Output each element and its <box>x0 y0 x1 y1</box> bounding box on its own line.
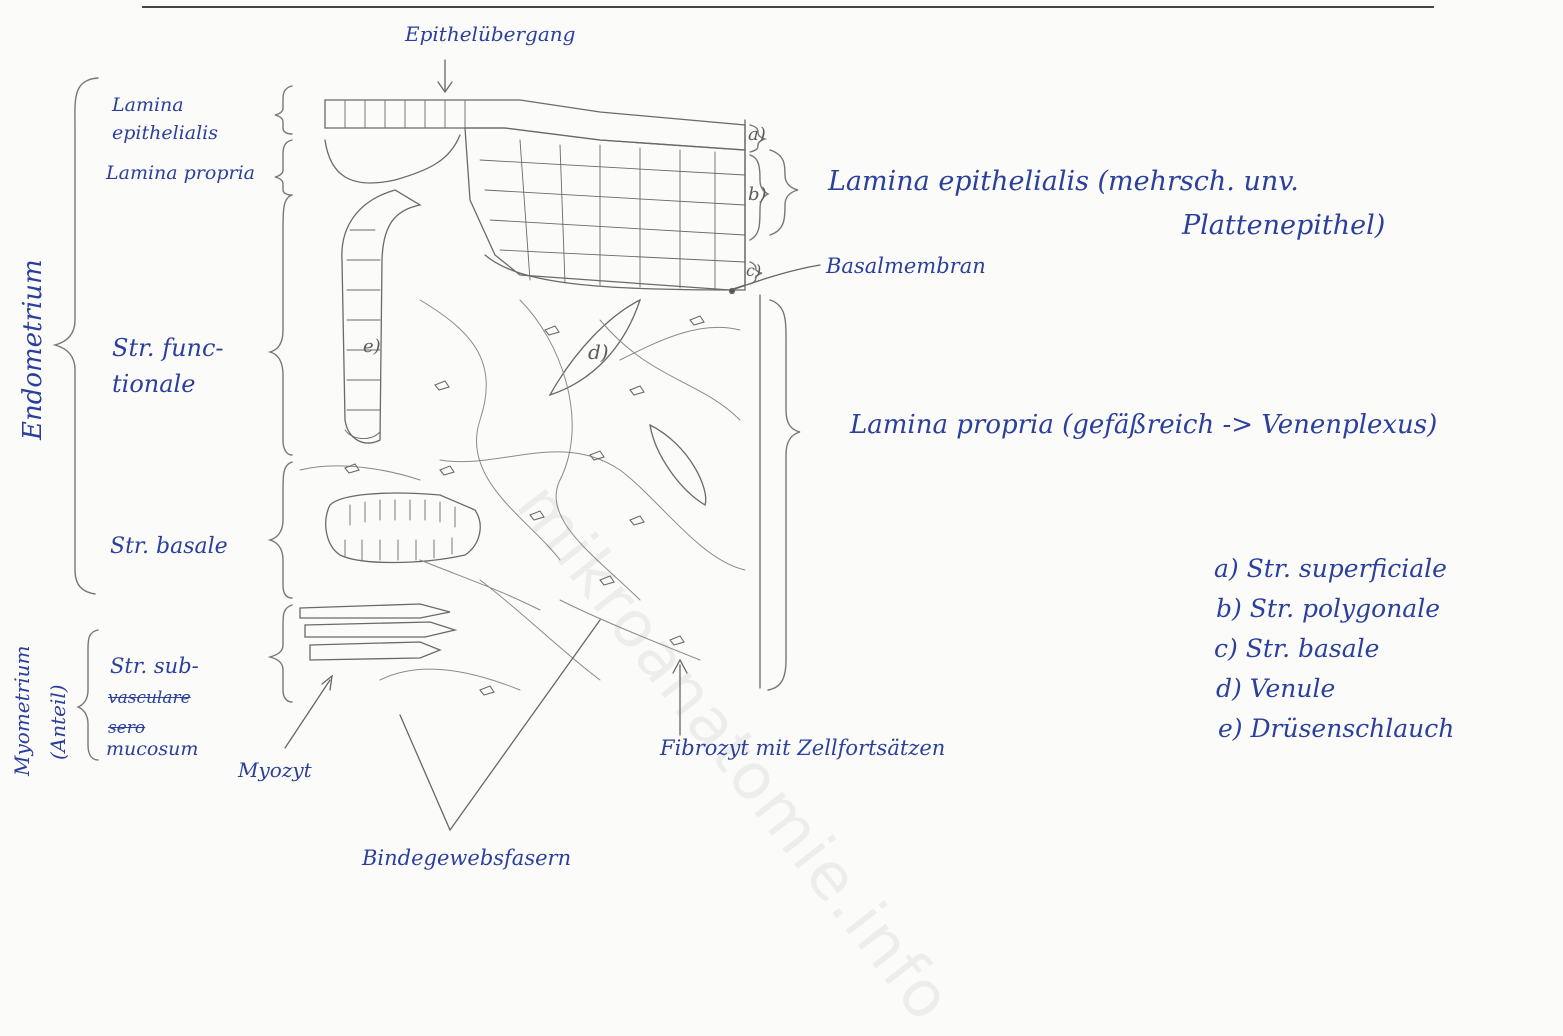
lamina-propria-edge <box>325 135 460 183</box>
label-lamina-propria-right: Lamina propria (gefäßreich -> Venenplexu… <box>850 412 1437 438</box>
label-bindegewebsfasern: Bindegewebsfasern <box>362 848 571 869</box>
label-myometrium: Myometrium <box>12 646 32 776</box>
label-lamina-propria-left: Lamina propria <box>106 164 255 183</box>
label-str-functionale-1: Str. func- <box>112 336 224 360</box>
label-lamina-epithelialis-left-2: epithelialis <box>112 124 218 143</box>
marker-a: a) <box>748 126 766 144</box>
label-str-basale-left: Str. basale <box>110 536 228 558</box>
legend-item-b: b) Str. polygonale <box>1216 596 1454 636</box>
epithelial-cells <box>345 100 745 289</box>
label-str-sub-struck-2: sero <box>108 720 145 737</box>
label-lamina-epithelialis-right-2: Plattenepithel) <box>1182 212 1385 239</box>
marker-d: d) <box>588 342 609 362</box>
epithelium-surface <box>325 100 745 150</box>
label-str-sub-struck-1: vasculare <box>108 690 191 707</box>
line-fasern-2 <box>450 620 600 830</box>
label-lamina-epithelialis-left-1: Lamina <box>112 96 184 115</box>
histology-sheet: mikroanatomie.info Epithelübergang Endom… <box>0 0 1563 893</box>
marker-e: e) <box>363 338 381 356</box>
myocytes <box>300 604 455 660</box>
label-str-sub-3: mucosum <box>106 740 198 759</box>
marker-b: b) <box>748 186 767 204</box>
label-myozyt: Myozyt <box>238 760 312 780</box>
label-str-functionale-2: tionale <box>112 372 195 396</box>
label-myometrium-anteil: (Anteil) <box>48 684 68 760</box>
venule-lower <box>650 425 706 505</box>
label-lamina-epithelialis-right-1: Lamina epithelialis (mehrsch. unv. <box>828 168 1299 195</box>
label-fibrozyt: Fibrozyt mit Zellfortsätzen <box>660 738 945 759</box>
bracket-big-epi <box>770 150 798 235</box>
legend-item-a: a) Str. superficiale <box>1214 556 1454 596</box>
line-fasern-1 <box>400 715 450 830</box>
bracket-sub <box>270 605 292 702</box>
legend-item-c: c) Str. basale <box>1214 636 1454 676</box>
gland-tube <box>342 190 420 443</box>
label-str-sub-1: Str. sub- <box>110 656 199 677</box>
label-endometrium: Endometrium <box>20 259 46 440</box>
legend-item-e: e) Drüsenschlauch <box>1218 716 1454 756</box>
line-myozyt <box>285 680 330 748</box>
bracket-lamina-propria <box>275 140 292 195</box>
bracket-myometrium <box>78 630 98 760</box>
epithelium-body <box>465 128 745 290</box>
legend: a) Str. superficiale b) Str. polygonale … <box>1214 556 1454 756</box>
marker-c: c) <box>746 263 761 279</box>
tissue-sketch <box>300 100 760 695</box>
bracket-basale <box>270 462 292 598</box>
legend-item-d: d) Venule <box>1216 676 1454 716</box>
bracket-lamina-epi <box>275 86 292 134</box>
bracket-functionale <box>270 195 292 455</box>
bracket-endometrium <box>55 78 98 594</box>
bracket-big-propria <box>768 300 800 690</box>
label-basalmembran: Basalmembran <box>826 256 986 277</box>
basal-gland <box>326 493 481 562</box>
label-epithelubergang: Epithelübergang <box>405 24 575 44</box>
